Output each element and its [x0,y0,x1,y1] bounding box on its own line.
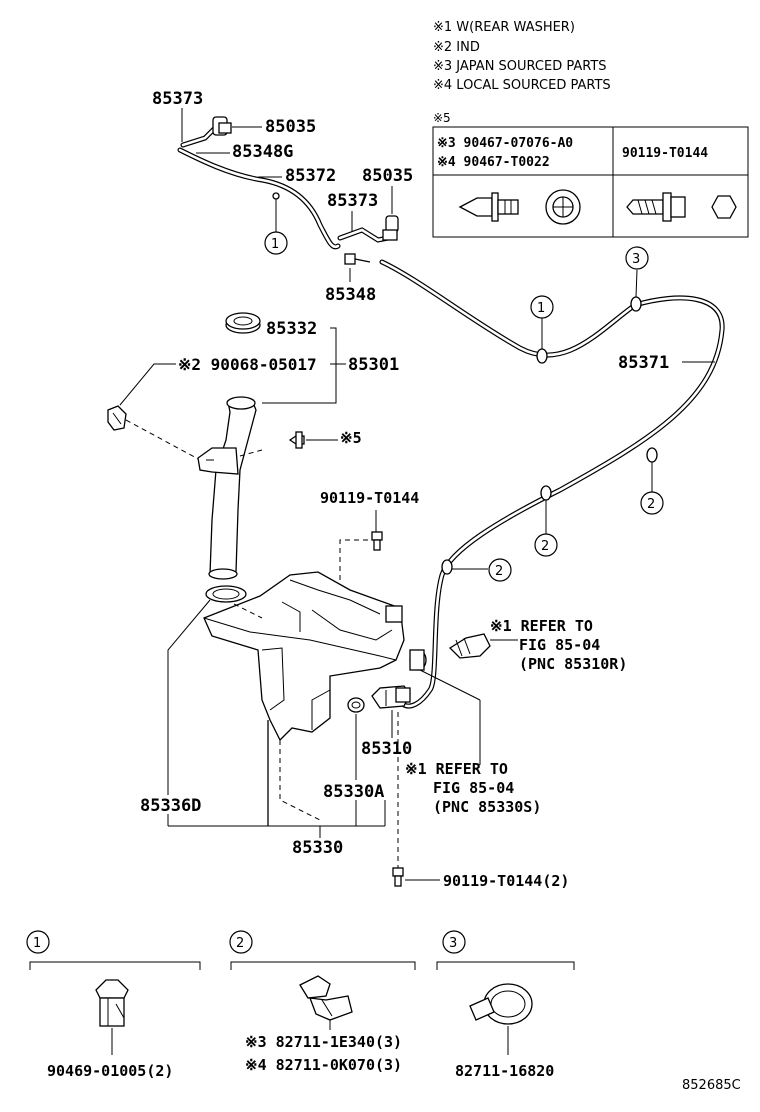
label-85035-top: 85035 [265,117,316,137]
note-local-sourced: ※4 LOCAL SOURCED PARTS [433,78,611,93]
washer-tank-85330 [203,571,405,742]
clip-90469-icon [95,979,129,1027]
callout-1-hose-label: 1 [537,301,545,316]
callout-2-hose-b-label: 2 [541,539,549,554]
legend-item-2: 2 ※3 82711-1E340(3) ※4 82711-0K070(3) [229,930,416,1074]
legend-callout-2 [229,930,253,954]
bolt-90119-mid-icon [371,531,383,551]
ref1-line3: (PNC 85310R) [519,655,627,673]
inlet-cap-85332 [225,312,261,334]
callout-2-hose-a [640,491,664,515]
ref2-line3: (PNC 85330S) [433,798,541,816]
legend-callout-1 [26,930,50,954]
legend-item-3: 3 82711-16820 [436,930,575,1080]
filler-neck-85301 [197,396,263,580]
label-85332: 85332 [266,319,317,339]
label-85371: 85371 [618,353,669,373]
label-85348G: 85348G [232,142,293,162]
note-ind: ※2 IND [433,40,480,55]
legend-82711-1E340: ※3 82711-1E340(3) [245,1033,402,1051]
hose-clamp-82711-icon [469,983,533,1025]
table-border [432,126,749,238]
callout-2-hose-a-label: 2 [647,497,655,512]
label-90119-mid: 90119-T0144 [320,489,419,507]
rear-pump-icon [448,633,518,659]
legend-callout-3 [442,930,466,954]
ref1-line1: ※1 REFER TO [490,617,593,635]
table-heading: ※5 [433,111,451,125]
callout-2-hose-c [488,558,512,582]
nozzle-right-icon [382,215,399,241]
legend-90469: 90469-01005(2) [47,1062,173,1080]
rear-washer-hose-assembly: 1 [177,116,399,265]
table-left-line1: ※3 90467-07076-A0 [437,136,573,151]
fastener-table: ※5 ※3 90467-07076-A0 ※4 90467-T0022 9011… [432,111,749,238]
ref2-line1: ※1 REFER TO [405,760,508,778]
bolt-90119-bottom-icon [392,867,404,887]
clip-90068-icon [107,405,127,431]
label-85035-right: 85035 [362,166,413,186]
label-85372: 85372 [285,166,336,186]
label-90119-bottom: 90119-T0144(2) [443,872,569,890]
callout-2-hose-b [534,533,558,557]
callout-3-hose [625,246,649,270]
table-left-line2: ※4 90467-T0022 [437,155,550,170]
label-note5: ※5 [340,429,362,447]
label-85373-mid: 85373 [327,191,378,211]
legend-82711-0K070: ※4 82711-0K070(3) [245,1056,402,1074]
bolt-icon [626,192,686,222]
label-85330: 85330 [292,838,343,858]
clip-82711-icon [299,975,353,1021]
label-85330A: 85330A [323,782,384,802]
notes-block: ※1 W(REAR WASHER) ※2 IND ※3 JAPAN SOURCE… [433,20,611,93]
legend-callout-1-label: 1 [33,936,41,951]
legend-callout-2-label: 2 [236,936,244,951]
callout-3-hose-label: 3 [632,252,640,267]
ref2-line2: FIG 85-04 [433,779,514,797]
note-japan-sourced: ※3 JAPAN SOURCED PARTS [433,59,607,74]
callout-1-hose [530,295,554,319]
grommet-85330A [347,697,365,713]
legend-callout-3-label: 3 [449,936,457,951]
callout-2-hose-c-label: 2 [495,564,503,579]
label-85373-top: 85373 [152,89,203,109]
label-85336D: 85336D [140,796,201,816]
push-clip-top-icon [545,189,581,225]
hex-head-icon [711,195,737,219]
gasket-85336D [205,585,247,603]
table-right-label: 90119-T0144 [622,146,708,161]
callout-1-upper-label: 1 [271,237,279,252]
fastener-note5-icon [288,431,305,449]
grommet-icon [409,649,427,671]
label-85348: 85348 [325,285,376,305]
washer-pump-85310 [371,685,411,709]
label-90068: ※2 90068-05017 [178,355,317,374]
note-rear-washer: ※1 W(REAR WASHER) [433,20,575,35]
label-85310: 85310 [361,739,412,759]
legend-82711-16820: 82711-16820 [455,1062,554,1080]
joint-85348-icon [344,253,371,265]
label-85301: 85301 [348,355,399,375]
callout-1-upper [264,231,288,255]
nozzle-top-icon [212,116,232,136]
drawing-id: 852685C [682,1078,741,1093]
push-clip-icon [458,192,519,222]
ref1-line2: FIG 85-04 [519,636,600,654]
legend-item-1: 1 90469-01005(2) [26,930,201,1080]
washer-hose-85371: 1 3 2 2 2 [379,246,725,709]
